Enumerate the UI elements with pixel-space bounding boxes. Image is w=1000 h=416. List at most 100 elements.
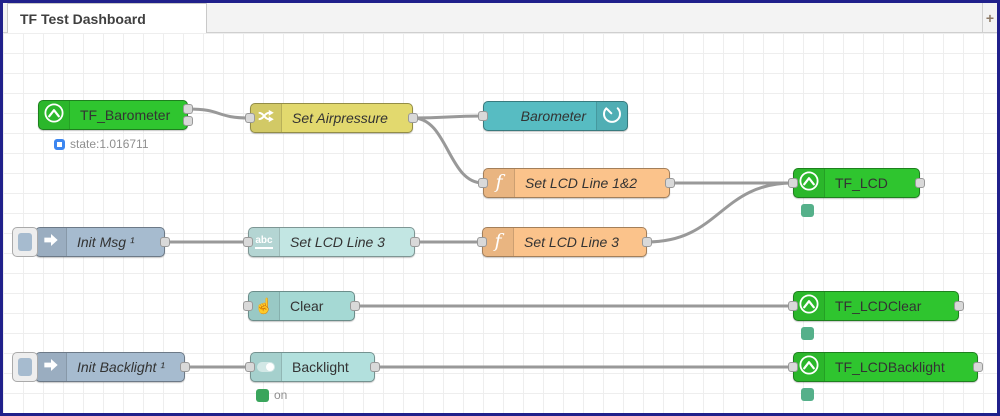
function-icon: f — [494, 229, 502, 252]
port-output[interactable] — [370, 362, 380, 372]
status-text: on — [274, 388, 288, 402]
port-output[interactable] — [642, 237, 652, 247]
port-output[interactable] — [973, 362, 983, 372]
switch-icon — [255, 105, 277, 132]
node-label: TF_LCDClear — [835, 298, 922, 314]
port-input[interactable] — [243, 237, 253, 247]
port-output[interactable] — [410, 237, 420, 247]
inject-button[interactable] — [12, 352, 38, 382]
node-status: state:1.016711 — [54, 137, 149, 151]
gauge-icon — [600, 102, 624, 130]
node-tf-lcd[interactable]: TF_LCD — [788, 168, 925, 198]
status-shape — [801, 327, 814, 340]
port-input[interactable] — [478, 178, 488, 188]
node-barometer[interactable]: Barometer — [478, 101, 628, 131]
flow-canvas[interactable]: TF_Barometer state:1.016711 Set Airpressur… — [3, 33, 997, 413]
node-icon-region — [251, 353, 282, 381]
port-output[interactable] — [408, 113, 418, 123]
node-body: TF_LCDClear — [793, 291, 959, 321]
port-input[interactable] — [243, 301, 253, 311]
node-body: Set Airpressure — [250, 103, 413, 133]
status-text: state:1.016711 — [70, 137, 149, 151]
tab-bar-right: + — [982, 3, 997, 32]
tinkerforge-icon — [797, 292, 821, 320]
status-shape — [801, 388, 814, 401]
node-init-backlight[interactable]: Init Backlight ¹ — [12, 352, 190, 382]
status-shape — [256, 388, 269, 402]
port-input[interactable] — [788, 178, 798, 188]
node-body: Init Backlight ¹ — [35, 352, 185, 382]
node-icon-region — [596, 102, 627, 130]
node-tf-barometer[interactable]: TF_Barometer — [38, 100, 193, 130]
wires-layer — [163, 107, 795, 369]
node-tf-lcdbacklight[interactable]: TF_LCDBacklight — [788, 352, 983, 382]
port-output-2[interactable] — [183, 116, 193, 126]
node-icon-region — [794, 353, 825, 381]
port-input[interactable] — [788, 301, 798, 311]
port-input[interactable] — [478, 111, 488, 121]
status-shape — [54, 138, 65, 150]
port-output-1[interactable] — [183, 104, 193, 114]
node-label: TF_LCD — [835, 175, 888, 191]
tab-tf-test-dashboard[interactable]: TF Test Dashboard — [7, 3, 207, 33]
node-icon-region: f — [483, 228, 514, 256]
node-icon-region: f — [484, 169, 515, 197]
port-input[interactable] — [788, 362, 798, 372]
node-body: f Set LCD Line 3 — [482, 227, 647, 257]
wire-set-airpressure-to-barometer[interactable] — [411, 114, 485, 120]
node-icon-region — [794, 292, 825, 320]
flow-tab-bar: TF Test Dashboard + — [3, 3, 997, 33]
node-label: Set LCD Line 1&2 — [525, 175, 638, 191]
inject-arrow-icon — [41, 355, 61, 380]
node-label: Clear — [290, 298, 324, 314]
inject-button-fill — [18, 233, 32, 251]
node-body: TF_LCD — [793, 168, 920, 198]
node-body: Backlight — [250, 352, 375, 382]
node-icon-region — [36, 353, 67, 381]
inject-button-fill — [18, 358, 32, 376]
wire-set-lcd-line3-func-to-tf-lcd[interactable] — [645, 181, 795, 244]
node-tf-lcdclear[interactable]: TF_LCDClear — [788, 291, 964, 321]
port-input[interactable] — [245, 362, 255, 372]
port-output[interactable] — [350, 301, 360, 311]
port-output[interactable] — [665, 178, 675, 188]
tab-label: TF Test Dashboard — [20, 10, 146, 27]
node-clear[interactable]: ☝ Clear — [243, 291, 360, 321]
node-icon-region: ☝ — [249, 292, 280, 320]
inject-button[interactable] — [12, 227, 38, 257]
node-label: Init Msg ¹ — [77, 234, 135, 250]
node-set-lcd-line12[interactable]: f Set LCD Line 1&2 — [478, 168, 675, 198]
node-label: Init Backlight ¹ — [77, 359, 165, 375]
port-output[interactable] — [180, 362, 190, 372]
node-status — [801, 327, 814, 340]
node-label: Backlight — [292, 359, 349, 375]
node-backlight[interactable]: Backlight — [245, 352, 380, 382]
template-abc-icon: abc — [255, 235, 273, 249]
node-body: TF_LCDBacklight — [793, 352, 978, 382]
node-set-lcd-line3-func[interactable]: f Set LCD Line 3 — [477, 227, 652, 257]
node-set-airpressure[interactable]: Set Airpressure — [245, 103, 418, 133]
node-body: Barometer — [483, 101, 628, 131]
wire-set-airpressure-to-set-lcd-line12[interactable] — [411, 116, 485, 185]
node-icon-region — [36, 228, 67, 256]
node-body: TF_Barometer — [38, 100, 188, 130]
port-output[interactable] — [915, 178, 925, 188]
node-init-msg[interactable]: Init Msg ¹ — [12, 227, 170, 257]
port-input[interactable] — [477, 237, 487, 247]
inject-arrow-icon — [41, 230, 61, 255]
add-tab-button[interactable]: + — [985, 9, 995, 26]
port-input[interactable] — [245, 113, 255, 123]
port-output[interactable] — [954, 301, 964, 311]
node-label: Set LCD Line 3 — [524, 234, 619, 250]
toggle-switch-icon — [257, 362, 275, 372]
node-status — [801, 388, 814, 401]
node-icon-region — [39, 101, 70, 129]
node-status: on — [256, 388, 287, 402]
node-label: Barometer — [520, 108, 586, 124]
node-icon-region — [251, 104, 282, 132]
wire-tf-barometer-to-set-airpressure[interactable] — [186, 107, 252, 120]
port-output[interactable] — [160, 237, 170, 247]
